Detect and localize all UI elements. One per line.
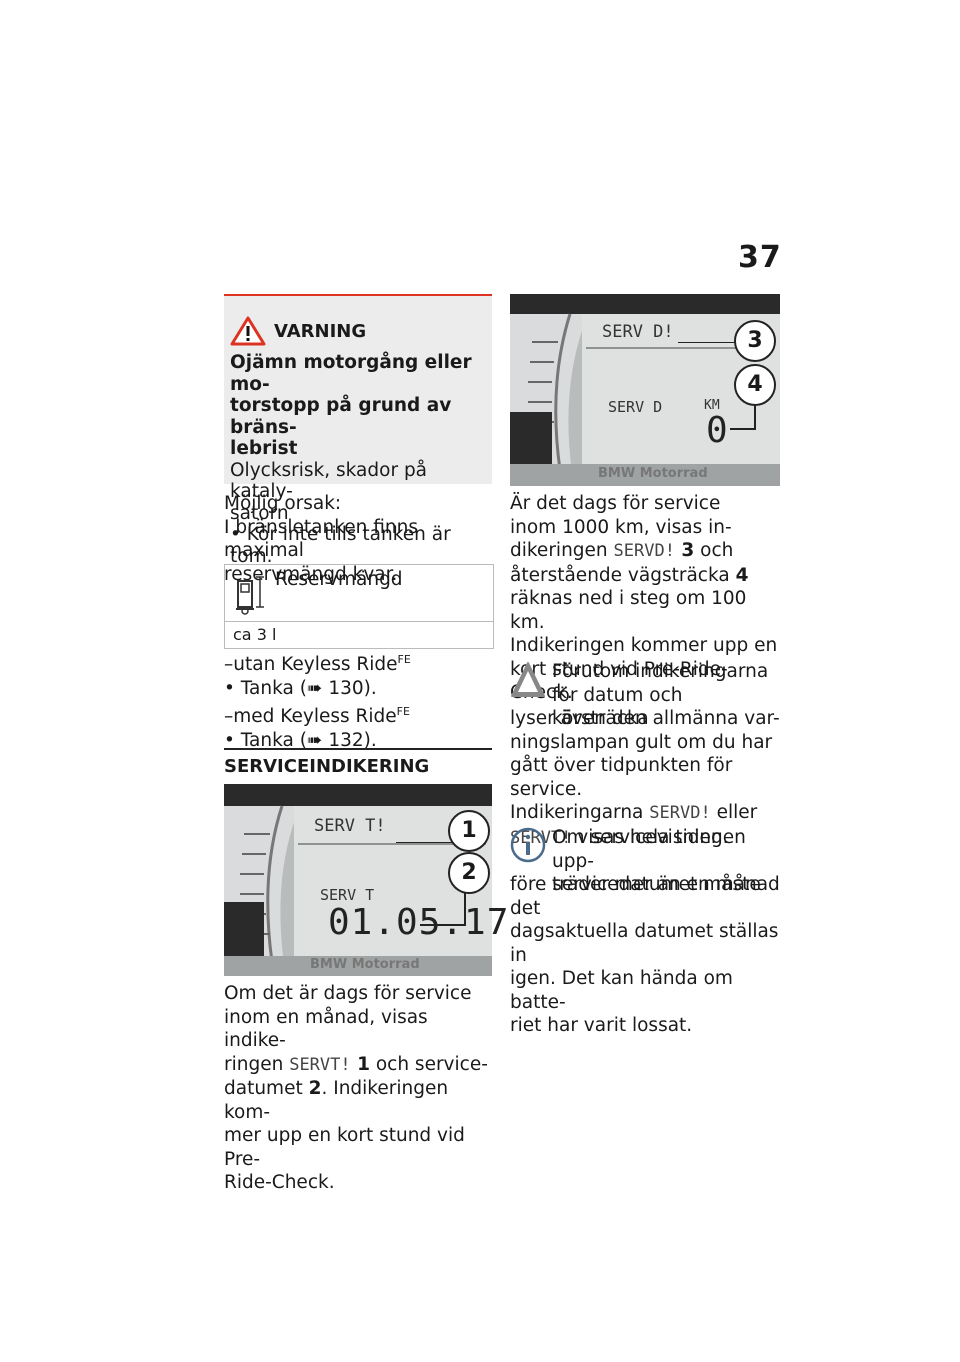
warning-body: Olycksrisk, skador på kataly- satorn [230, 459, 428, 524]
lcd-serv-d-alert: SERV D! [602, 322, 674, 342]
page-ref-arrow-icon: ➠ [306, 729, 323, 751]
callout-2: 2 [448, 852, 490, 894]
page-ref-arrow-icon: ➠ [306, 677, 323, 699]
lcd-km-unit: KM [704, 398, 720, 413]
service-distance-paragraph: Är det dags för service inom 1000 km, vi… [510, 493, 778, 703]
callout-1: 1 [448, 810, 490, 852]
general-warning-icon [511, 662, 545, 697]
reserve-label: Reservmängd [275, 569, 403, 590]
info-note-indent: Om servicevisningen upp- träder mer än e… [552, 827, 780, 895]
warning-header: VARNING [230, 316, 492, 346]
service-display-image-1: SERV T! SERV T 01.05.17 BMW Motorrad 1 2 [224, 784, 508, 976]
info-icon [510, 827, 546, 863]
section-title: SERVICEINDIKERING [224, 748, 492, 777]
fuel-reserve-icon [236, 576, 264, 615]
callout-3: 3 [734, 320, 776, 362]
reserve-value: ca 3 l [233, 625, 277, 644]
info-note-text: före servicedatumet måste det dagsaktuel… [510, 874, 779, 1036]
warning-title: VARNING [274, 320, 367, 342]
warning-note-indent: Förutom indikeringarna för datum och kör… [552, 661, 769, 729]
page-number: 37 [738, 240, 782, 275]
callout-4: 4 [734, 364, 776, 406]
lcd-serv-t-alert: SERV T! [314, 816, 386, 836]
lcd-brand: BMW Motorrad [598, 466, 708, 481]
lcd-serv-t-label: SERV T [320, 886, 375, 904]
warning-heading: Ojämn motorgång eller mo- torstopp på gr… [230, 352, 472, 459]
warning-triangle-icon [230, 316, 266, 346]
reserve-table: Reservmängd ca 3 l [224, 564, 494, 649]
keyless-text: –utan Keyless RideFE • Tanka (➠ 130). –m… [224, 653, 411, 751]
service-display-image-2: SERV D! SERV D KM 0 BMW Motorrad 3 4 [510, 294, 780, 486]
warning-note-text: lyser även den allmänna var- ningslampan… [510, 708, 780, 848]
service-date-paragraph: Om det är dags för service inom en månad… [224, 983, 488, 1193]
lcd-service-date: 01.05.17 [328, 902, 510, 943]
cause-text: Möjlig orsak: I bränsletanken finns maxi… [224, 493, 419, 585]
lcd-brand: BMW Motorrad [310, 957, 420, 972]
warning-box: VARNING Ojämn motorgång eller mo- torsto… [224, 294, 492, 567]
warning-bullet: • Kör inte tills tanken är tom. [230, 524, 451, 567]
lcd-serv-d-label: SERV D [608, 398, 663, 416]
lcd-remaining-km: 0 [706, 410, 728, 451]
